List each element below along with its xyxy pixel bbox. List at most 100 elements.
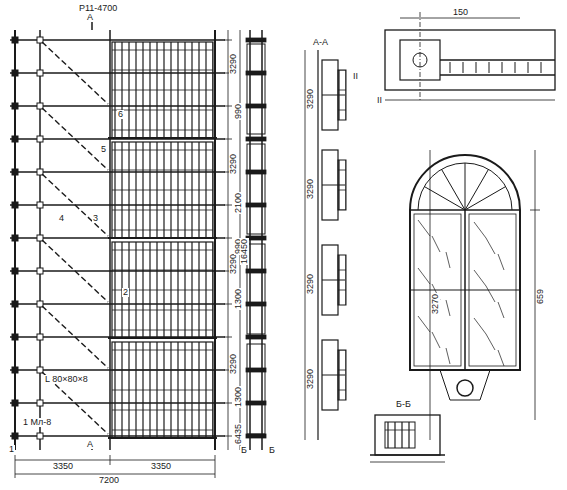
drawing-rect <box>246 236 266 240</box>
drawing-rect <box>12 235 18 241</box>
drawing-line <box>400 18 520 19</box>
dimension-label: А-А <box>312 38 329 47</box>
drawing-line <box>224 40 232 41</box>
callout-number: 4 <box>58 214 65 223</box>
drawing-rect <box>37 70 43 76</box>
drawing-rect <box>246 302 266 306</box>
drawing-rect <box>246 434 266 438</box>
callout-number: 5 <box>100 145 107 154</box>
dimension-label: 3290 <box>306 178 315 200</box>
drawing-line <box>465 187 506 211</box>
drawing-line <box>465 169 489 210</box>
dimension-label: L 80×80×8 <box>44 375 89 384</box>
dimension-label: Б-Б <box>395 400 412 409</box>
drawing-rect <box>246 71 266 75</box>
drawing-rect <box>12 268 18 274</box>
drawing-rect <box>247 144 265 234</box>
dimension-label: А <box>86 13 94 22</box>
drawing-line <box>108 237 217 239</box>
drawing-line <box>224 436 232 437</box>
drawing-line <box>476 62 477 73</box>
dimension-label: II <box>352 72 359 81</box>
drawing-line <box>385 100 555 101</box>
dimension-label: 659 <box>536 288 545 305</box>
drawing-line <box>440 74 555 76</box>
dimension-label: 3270 <box>431 293 440 315</box>
drawing-rect <box>338 350 346 400</box>
drawing-line <box>15 474 215 475</box>
drawing-line <box>108 337 217 339</box>
drawing-line <box>498 302 504 318</box>
drawing-rect <box>37 202 43 208</box>
drawing-line <box>108 437 217 439</box>
drawing-line <box>15 460 215 461</box>
drawing-line <box>528 62 529 73</box>
drawing-rect <box>37 268 43 274</box>
dimension-label: 3290 <box>306 368 315 390</box>
drawing-line <box>420 12 421 100</box>
drawing-line <box>446 348 450 364</box>
window-frame <box>410 155 520 370</box>
drawing-rect <box>247 244 265 334</box>
dimension-label: 150 <box>452 8 469 17</box>
drawing-line <box>410 289 520 290</box>
drawing-rect <box>112 142 213 238</box>
drawing-line <box>541 62 542 73</box>
drawing-line <box>432 332 440 348</box>
drawing-rect <box>338 70 346 120</box>
drawing-rect <box>414 214 461 366</box>
drawing-line <box>109 30 111 450</box>
drawing-line <box>228 30 229 450</box>
drawing-line <box>425 370 435 371</box>
drawing-line <box>110 455 111 465</box>
callout-number: 6 <box>117 110 124 119</box>
drawing-line <box>91 22 93 30</box>
drawing-rect <box>246 401 266 405</box>
drawing-line <box>108 137 217 139</box>
callout-number: 3 <box>92 214 99 223</box>
drawing-rect <box>338 160 346 210</box>
dimension-label: А <box>86 440 94 449</box>
drawing-line <box>450 62 451 73</box>
drawing-line <box>530 210 540 211</box>
drawing-rect <box>112 342 213 438</box>
hinge-pin <box>457 380 473 396</box>
drawing-rect <box>12 103 18 109</box>
callout-number: 1 <box>8 445 15 454</box>
drawing-rect <box>37 400 43 406</box>
drawing-line <box>215 455 216 478</box>
drawing-line <box>535 150 536 420</box>
drawing-line <box>224 403 232 404</box>
drawing-line <box>432 236 440 252</box>
drawing-rect <box>12 400 18 406</box>
drawing-line <box>465 163 466 210</box>
drawing-line <box>224 139 232 140</box>
drawing-rect <box>246 269 266 273</box>
drawing-rect <box>12 202 18 208</box>
dimension-label: 2100 <box>234 192 243 214</box>
dimension-label: 6435 <box>234 423 243 445</box>
dimension-label: 16450 <box>240 238 249 265</box>
dimension-label: 3290 <box>229 53 238 75</box>
drawing-rect <box>12 70 18 76</box>
dimension-label: 1 Мл-8 <box>22 418 52 427</box>
drawing-rect <box>246 368 266 372</box>
drawing-line <box>440 59 555 61</box>
dimension-label: 1300 <box>234 288 243 310</box>
drawing-line <box>486 334 495 350</box>
drawing-rect <box>375 415 440 455</box>
drawing-line <box>370 462 445 463</box>
drawing-line <box>498 254 504 270</box>
dimension-label: II <box>376 96 383 105</box>
drawing-line <box>418 220 430 236</box>
drawing-rect <box>12 37 18 43</box>
drawing-rect <box>246 203 266 207</box>
arch-inner <box>418 163 512 210</box>
drawing-line <box>486 238 495 254</box>
drawing-line <box>442 169 466 210</box>
dimension-label: 3350 <box>150 462 172 471</box>
drawing-line <box>214 30 216 450</box>
drawing-line <box>224 304 232 305</box>
